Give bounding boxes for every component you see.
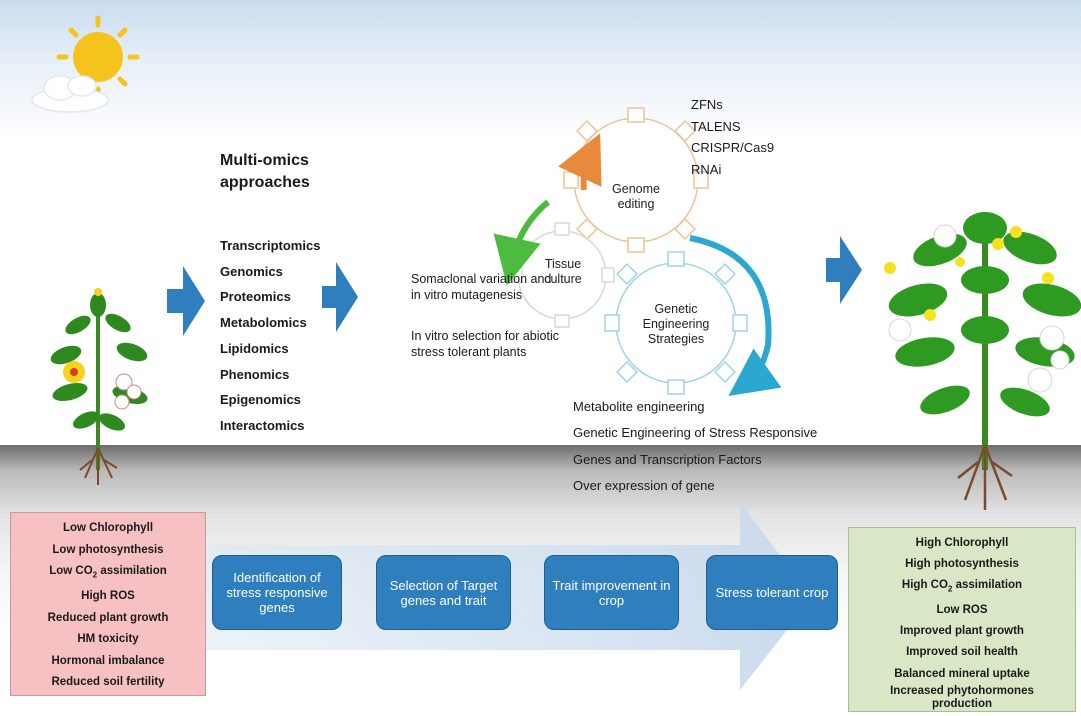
tolerant-plant-icon xyxy=(884,212,1081,510)
orange-cycle-arrow xyxy=(558,133,602,191)
stressed-trait-item: Low photosynthesis xyxy=(52,543,164,556)
step-selection: Selection of Target genes and trait xyxy=(376,555,511,630)
stressed-trait-item: Low Chlorophyll xyxy=(62,522,154,534)
step-trait-improvement: Trait improvement in crop xyxy=(544,555,679,630)
tissue-culture-note-2: In vitro selection for abiotic stress to… xyxy=(411,329,559,359)
strategy-item: Genes and Transcription Factors xyxy=(573,451,762,467)
omics-item: Genomics xyxy=(220,263,283,279)
tolerant-trait-item: High Chlorophyll xyxy=(915,537,1009,549)
step-stress-tolerant-crop: Stress tolerant crop xyxy=(706,555,838,630)
sun-icon xyxy=(56,15,140,99)
sky-background xyxy=(0,0,1081,445)
stressed-plant-icon xyxy=(50,288,148,485)
omics-item: Transcriptomics xyxy=(220,238,321,253)
tolerant-trait-item: Low ROS xyxy=(936,603,988,616)
genome-editing-label: Genome editing xyxy=(612,182,660,211)
multi-omics-heading: Multi-omics approaches xyxy=(220,152,310,191)
omics-item: Epigenomics xyxy=(220,392,301,408)
omics-item: Metabolomics xyxy=(220,315,307,331)
arrow-to-strategies xyxy=(322,262,358,332)
stressed-trait-item: Reduced plant growth xyxy=(47,611,169,624)
omics-item: Proteomics xyxy=(220,289,291,305)
stressed-trait-item: Hormonal imbalance xyxy=(51,654,165,667)
genetic-engineering-gear-icon xyxy=(604,251,748,395)
tolerant-trait-item: Improved soil health xyxy=(906,646,1018,659)
tolerant-trait-item: Increased phytohormones production xyxy=(890,684,1034,710)
arrow-to-omics xyxy=(167,266,205,336)
green-cycle-arrow xyxy=(493,199,550,286)
editing-tool-item: TALENS xyxy=(691,118,741,134)
stressed-trait-item: HM toxicity xyxy=(77,633,139,646)
step-identification: Identification of stress responsive gene… xyxy=(212,555,342,630)
tolerant-trait-item: Balanced mineral uptake xyxy=(894,667,1030,680)
stressed-trait-item: Reduced soil fertility xyxy=(51,676,165,689)
cloud-icon xyxy=(31,75,109,113)
strategy-item: Genetic Engineering of Stress Responsive xyxy=(573,425,818,441)
tissue-culture-label: Tissue culture xyxy=(544,257,582,286)
strategy-item: Over expression of gene xyxy=(573,477,715,493)
genetic-engineering-label: Genetic Engineering Strategies xyxy=(642,302,710,346)
tolerant-trait-item: Improved plant growth xyxy=(900,625,1024,638)
stressed-trait-item: High ROS xyxy=(81,590,135,603)
tissue-culture-note-1: Somaclonal variation and in vitro mutage… xyxy=(411,272,552,302)
editing-tool-item: CRISPR/Cas9 xyxy=(691,140,775,155)
cyan-cycle-arrow xyxy=(689,235,782,396)
editing-tool-item: RNAi xyxy=(691,161,722,177)
arrow-to-tolerant-plant xyxy=(826,236,862,304)
tolerant-trait-item: High photosynthesis xyxy=(905,558,1019,571)
omics-item: Interactomics xyxy=(220,417,305,433)
editing-tool-item: ZFNs xyxy=(691,97,723,112)
omics-item: Phenomics xyxy=(220,366,290,382)
stressed-trait-item: Low CO2 assimilation xyxy=(49,565,167,580)
omics-item: Lipidomics xyxy=(220,340,289,356)
tolerant-trait-item: High CO2 assimilation xyxy=(901,579,1023,594)
strategy-item: Metabolite engineering xyxy=(573,399,705,414)
